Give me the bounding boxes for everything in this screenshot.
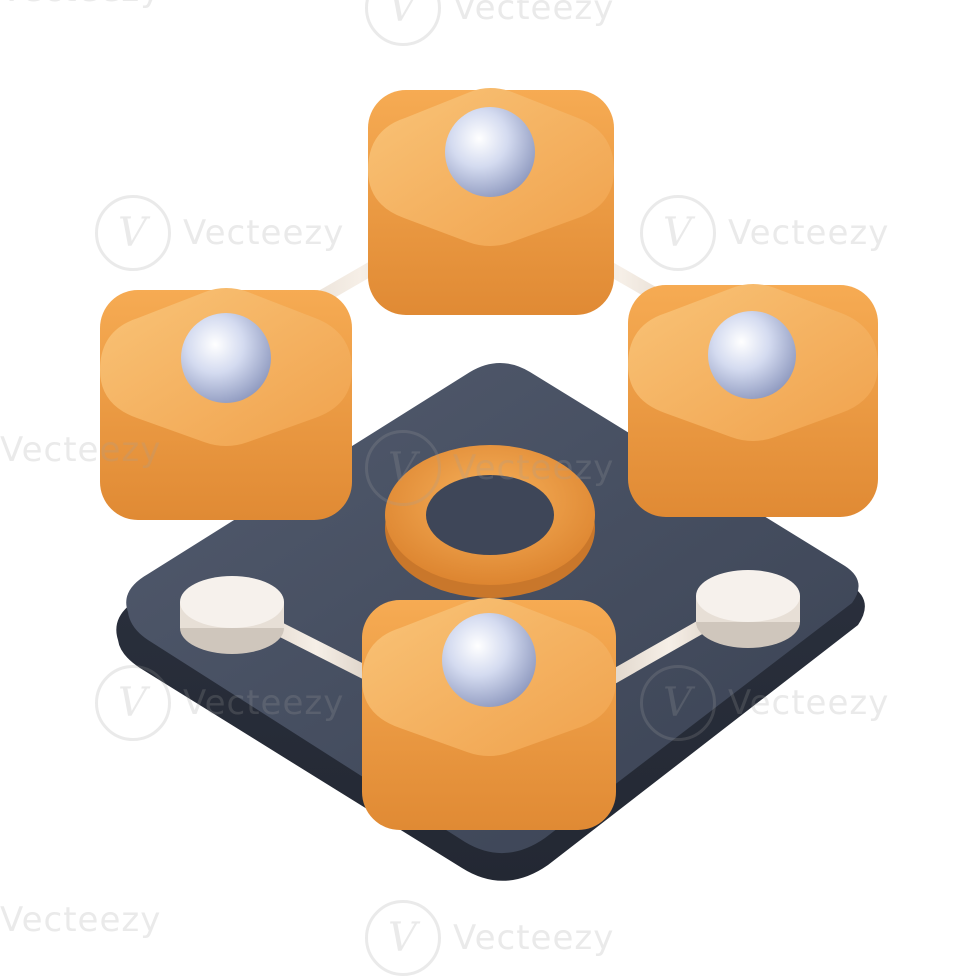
joint-right (696, 570, 800, 648)
node-front (362, 598, 616, 830)
node-top (368, 88, 614, 315)
node-right (628, 284, 878, 517)
joint-left (180, 576, 284, 654)
node-left (100, 288, 352, 520)
center-ring (385, 445, 595, 598)
